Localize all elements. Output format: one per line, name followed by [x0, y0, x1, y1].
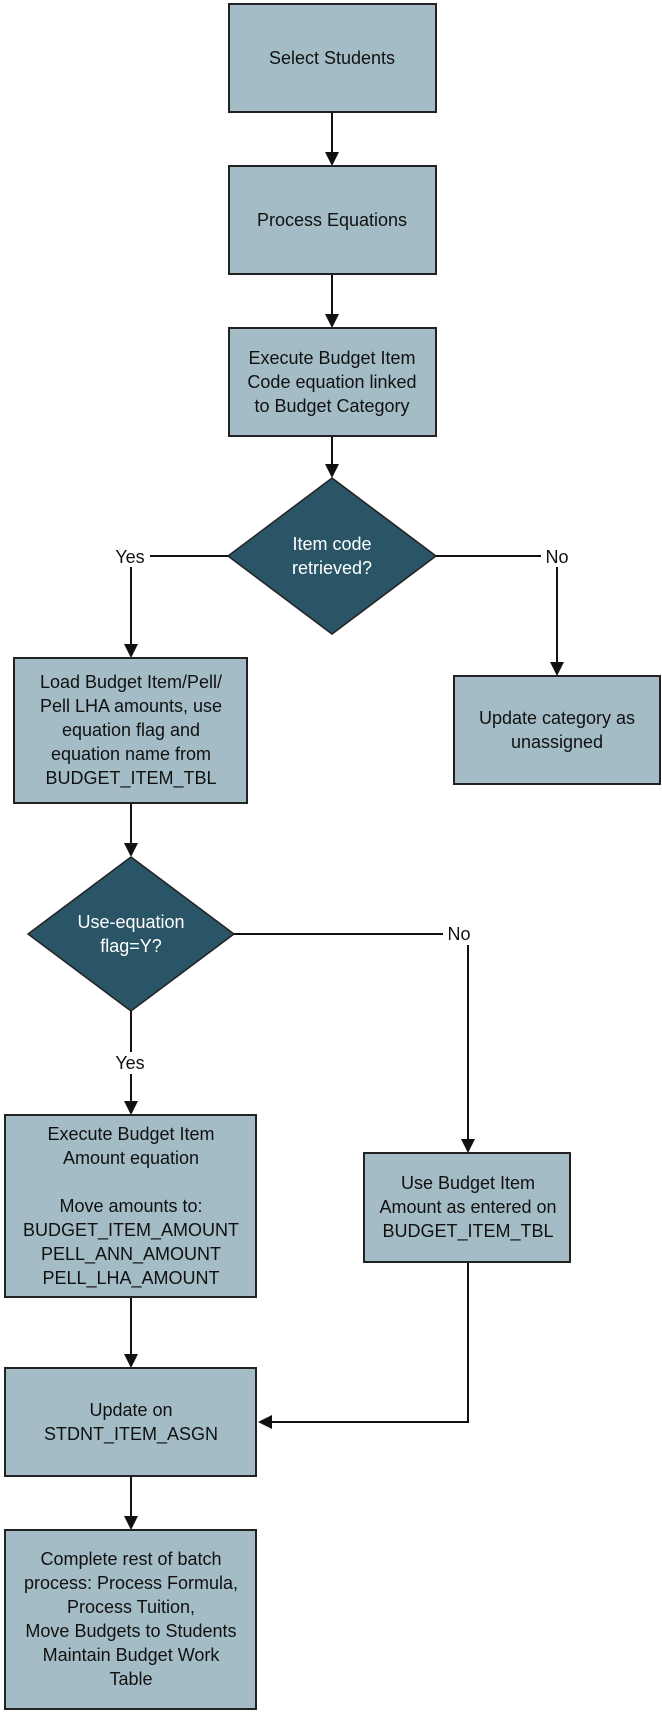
- node-update-stdnt-item-asgn: Update on STDNT_ITEM_ASGN: [4, 1367, 257, 1477]
- edge-retrieved-no: [436, 555, 558, 664]
- node-label-line: Complete rest of batch: [40, 1549, 221, 1569]
- node-label-line: Pell LHA amounts, use: [40, 696, 222, 716]
- node-label-line: Amount equation: [63, 1148, 199, 1168]
- node-label-line: flag=Y?: [100, 936, 162, 956]
- decision-label: Item code retrieved?: [292, 534, 372, 578]
- edge-label-retrieved-yes: Yes: [115, 547, 144, 567]
- decision-label: Use-equation flag=Y?: [77, 912, 184, 956]
- node-label-line: equation name from: [51, 744, 211, 764]
- node-label: Load Budget Item/Pell/Pell LHA amounts, …: [40, 672, 222, 789]
- node-label-line: Use Budget Item: [401, 1173, 535, 1193]
- node-complete-batch: Complete rest of batch process: Process F…: [4, 1529, 257, 1710]
- node-label-line: Move amounts to:: [59, 1196, 202, 1216]
- node-load-amounts: Load Budget Item/Pell/Pell LHA amounts, …: [13, 657, 248, 804]
- node-label-line: Table: [109, 1669, 152, 1689]
- node-label-line: PELL_ANN_AMOUNT: [41, 1244, 221, 1265]
- node-label-line: BUDGET_ITEM_AMOUNT: [23, 1220, 239, 1241]
- node-process-equations: Process Equations: [228, 165, 437, 275]
- arrowhead-icon: [124, 1354, 138, 1368]
- node-label: Process Equations: [257, 210, 407, 230]
- node-label-line: Load Budget Item/Pell/: [40, 672, 222, 692]
- node-label-line: STDNT_ITEM_ASGN: [44, 1424, 218, 1445]
- node-label-line: to Budget Category: [254, 396, 409, 416]
- node-label: Select Students: [269, 48, 395, 68]
- edge-entered-to-update: [270, 1262, 469, 1423]
- node-label-line: PELL_LHA_AMOUNT: [42, 1268, 219, 1289]
- arrowhead-icon: [550, 662, 564, 676]
- decision-item-code-retrieved: Item code retrieved?: [226, 477, 438, 635]
- node-label-line: Use-equation: [77, 912, 184, 932]
- arrowhead-icon: [124, 843, 138, 857]
- arrowhead-icon: [461, 1139, 475, 1153]
- node-label: Update category as unassigned: [479, 708, 635, 752]
- edge-label-flag-no: No: [447, 924, 470, 944]
- node-label-line: equation flag and: [62, 720, 200, 740]
- node-label-line: Code equation linked: [247, 372, 416, 392]
- arrowhead-icon: [325, 152, 339, 166]
- decision-use-equation-flag: Use-equation flag=Y?: [26, 856, 236, 1012]
- edge-labels: Yes No Yes No: [110, 545, 573, 1074]
- node-label-line: Process Equations: [257, 210, 407, 230]
- arrowhead-icon: [124, 1101, 138, 1115]
- edge-retrieved-yes: [130, 555, 228, 646]
- node-label: Update on STDNT_ITEM_ASGN: [44, 1400, 218, 1445]
- node-label-line: Item code: [292, 534, 371, 554]
- edge-label-retrieved-no: No: [545, 547, 568, 567]
- node-label-line: Execute Budget Item: [248, 348, 415, 368]
- node-label-line: Execute Budget Item: [47, 1124, 214, 1144]
- node-label-line: Select Students: [269, 48, 395, 68]
- arrowhead-icon: [325, 314, 339, 328]
- arrowhead-icon: [124, 644, 138, 658]
- arrowhead-icon: [258, 1415, 272, 1429]
- node-label-line: Update on: [89, 1400, 172, 1420]
- edge-flag-no: [234, 933, 469, 1141]
- arrowhead-icon: [124, 1516, 138, 1530]
- edges: [124, 112, 564, 1530]
- node-label: Complete rest of batch process: Process F…: [24, 1549, 238, 1689]
- node-label-line: Update category as: [479, 708, 635, 728]
- node-label-line: Maintain Budget Work: [43, 1645, 221, 1665]
- node-label-line: Move Budgets to Students: [25, 1621, 236, 1641]
- node-label-line: process: Process Formula,: [24, 1573, 238, 1593]
- arrowhead-icon: [325, 464, 339, 478]
- node-label-line: Amount as entered on: [379, 1197, 556, 1217]
- node-label-line: BUDGET_ITEM_TBL: [45, 768, 216, 789]
- node-update-unassigned: Update category as unassigned: [453, 675, 661, 785]
- node-select-students: Select Students: [228, 3, 437, 113]
- node-label-line: BUDGET_ITEM_TBL: [382, 1221, 553, 1242]
- edge-label-flag-yes: Yes: [115, 1053, 144, 1073]
- node-label-line: Process Tuition,: [67, 1597, 195, 1617]
- node-label-line: retrieved?: [292, 558, 372, 578]
- node-label-line: unassigned: [511, 732, 603, 752]
